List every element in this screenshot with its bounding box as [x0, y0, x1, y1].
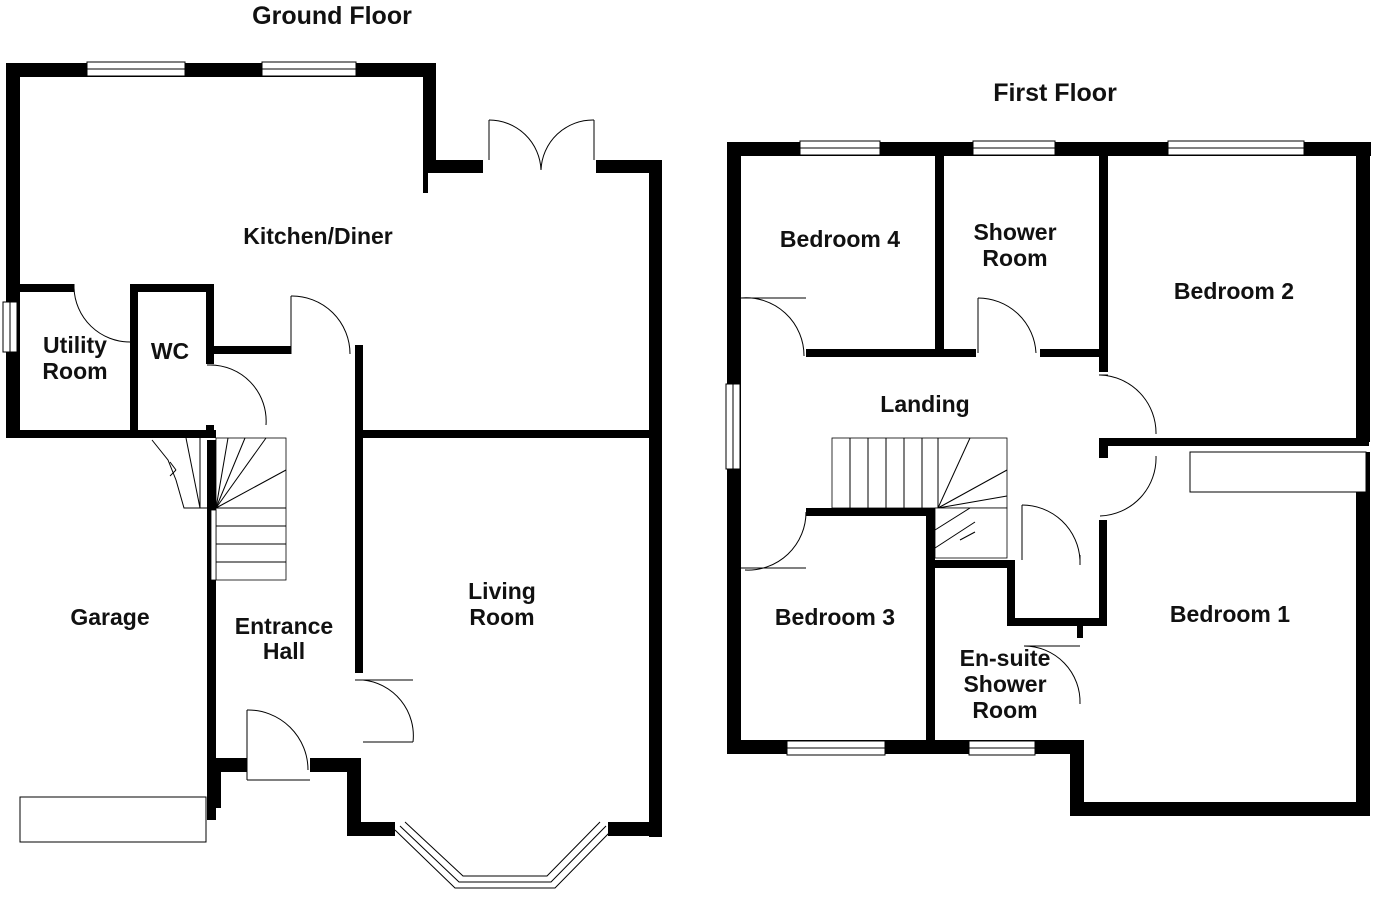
utility-room-label-line-2: Room — [42, 358, 107, 384]
ground-floor-title: Ground Floor — [252, 2, 412, 30]
shower-room-label-line-2: Room — [982, 245, 1047, 271]
ground-floor-plan: Ground Floor Kitchen/Diner Utility Room … — [2, 2, 662, 889]
bay-window — [394, 821, 613, 889]
garage-label: Garage — [70, 604, 149, 630]
kitchen-diner-label: Kitchen/Diner — [243, 223, 393, 249]
en-suite-label-line-3: Room — [972, 697, 1037, 723]
bedroom-1-label: Bedroom 1 — [1170, 601, 1290, 627]
living-room-label-line-2: Room — [469, 604, 534, 630]
ground-floor-doors — [73, 119, 595, 781]
bedroom-2-label: Bedroom 2 — [1174, 278, 1294, 304]
first-floor-plan: First Floor Bedroom 4 Shower Room Bedroo… — [725, 79, 1371, 816]
utility-room-label-line-1: Utility — [43, 332, 107, 358]
living-room-label-line-1: Living — [468, 578, 536, 604]
landing-label: Landing — [880, 391, 969, 417]
wc-label: WC — [151, 338, 189, 364]
bedroom-3-label: Bedroom 3 — [775, 604, 895, 630]
ground-floor-walls — [6, 63, 662, 837]
en-suite-label-line-2: Shower — [963, 671, 1046, 697]
first-floor-title: First Floor — [993, 79, 1117, 107]
first-floor-windows — [725, 140, 1367, 756]
first-floor-doors — [740, 297, 1157, 705]
ground-floor-stairs — [151, 437, 287, 581]
entrance-hall-label-line-2: Hall — [263, 638, 305, 664]
entrance-hall-label-line-1: Entrance — [235, 613, 333, 639]
shower-room-label-line-1: Shower — [973, 219, 1056, 245]
bedroom-4-label: Bedroom 4 — [780, 226, 900, 252]
en-suite-label-line-1: En-suite — [960, 645, 1051, 671]
first-floor-stairs — [831, 437, 1008, 559]
ground-floor-windows — [2, 61, 357, 843]
